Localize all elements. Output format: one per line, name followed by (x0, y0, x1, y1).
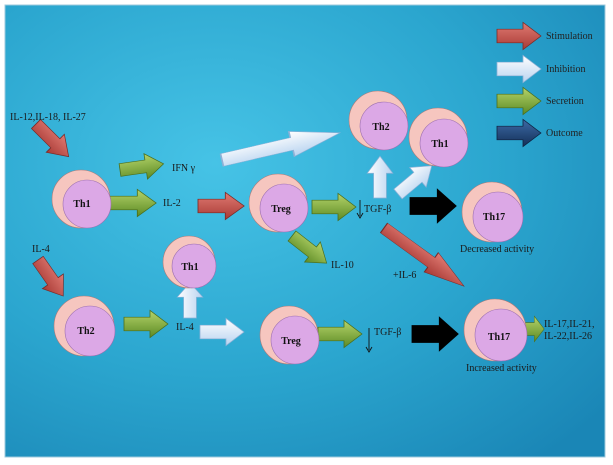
cell-th1-top: Th1 (51, 169, 112, 229)
cell-treg-top-label: Treg (271, 204, 291, 215)
cell-th1-mid: Th1 (162, 235, 217, 289)
cell-th1-top-label: Th1 (73, 199, 90, 210)
cell-treg-bottom: Treg (259, 305, 320, 365)
cell-th1-right-label: Th1 (431, 139, 448, 150)
label-increased-activity: Increased activity (466, 363, 537, 374)
label-th17-output-2: IL-22,IL-26 (544, 331, 592, 342)
cell-th1-mid-label: Th1 (181, 262, 198, 273)
legend-secretion-label: Secretion (546, 96, 584, 107)
cell-treg-top: Treg (248, 173, 309, 233)
cell-th2-right-label: Th2 (372, 122, 389, 133)
legend-inhibition-label: Inhibition (546, 64, 585, 75)
tgf-top-down-arrow (356, 200, 364, 219)
cell-th17-top: Th17 (461, 181, 524, 243)
cell-th2-bottom-label: Th2 (77, 326, 94, 337)
label-il10: IL-10 (331, 260, 354, 271)
label-il6: +IL-6 (393, 270, 416, 281)
legend: Stimulation Inhibition Secretion Outcome (496, 21, 593, 148)
label-cytokines-top: IL-12,IL-18, IL-27 (10, 112, 86, 123)
label-il4-left: IL-4 (32, 244, 50, 255)
label-tgf-bottom: TGF-β (374, 327, 401, 338)
label-tgf-top: TGF-β (364, 204, 391, 215)
cell-treg-bottom-label: Treg (281, 336, 301, 347)
label-il2: IL-2 (163, 198, 181, 209)
cell-th2-right: Th2 (348, 90, 409, 151)
cell-th1-right: Th1 (408, 107, 469, 168)
label-th17-output-1: IL-17,IL-21, (544, 319, 595, 330)
legend-outcome-label: Outcome (546, 128, 583, 139)
cell-th2-bottom: Th2 (53, 295, 116, 357)
cell-th17-top-label: Th17 (483, 212, 505, 223)
label-ifn: IFN γ (172, 163, 196, 174)
cell-th17-bottom-label: Th17 (488, 332, 510, 343)
label-decreased-activity: Decreased activity (460, 244, 534, 255)
label-il4-mid: IL-4 (176, 322, 194, 333)
cell-th17-bottom: Th17 (463, 298, 528, 362)
legend-stimulation-label: Stimulation (546, 31, 593, 42)
tgf-bottom-down-arrow (365, 328, 373, 353)
